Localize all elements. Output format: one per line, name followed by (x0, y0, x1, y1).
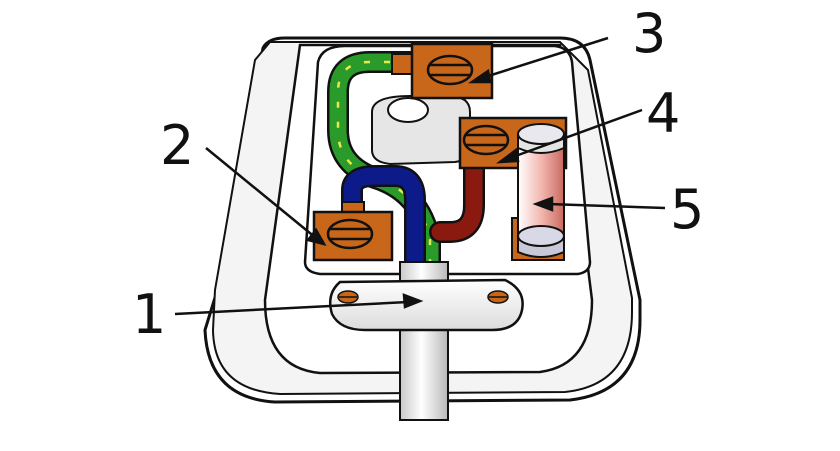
neutral-wire (341, 165, 426, 273)
neutral-terminal (312, 201, 394, 262)
callout-label-4: 4 (646, 82, 680, 145)
callout-label-2: 2 (160, 114, 194, 177)
callout-label-3: 3 (632, 2, 666, 65)
fuse (517, 123, 565, 258)
callout-lines (174, 36, 666, 316)
callout-label-1: 1 (132, 283, 166, 346)
cord-grip (329, 278, 524, 332)
callout-label-5: 5 (670, 178, 704, 241)
live-wire (429, 157, 485, 243)
earth-terminal (391, 42, 494, 100)
earth-pin-post (371, 95, 471, 166)
